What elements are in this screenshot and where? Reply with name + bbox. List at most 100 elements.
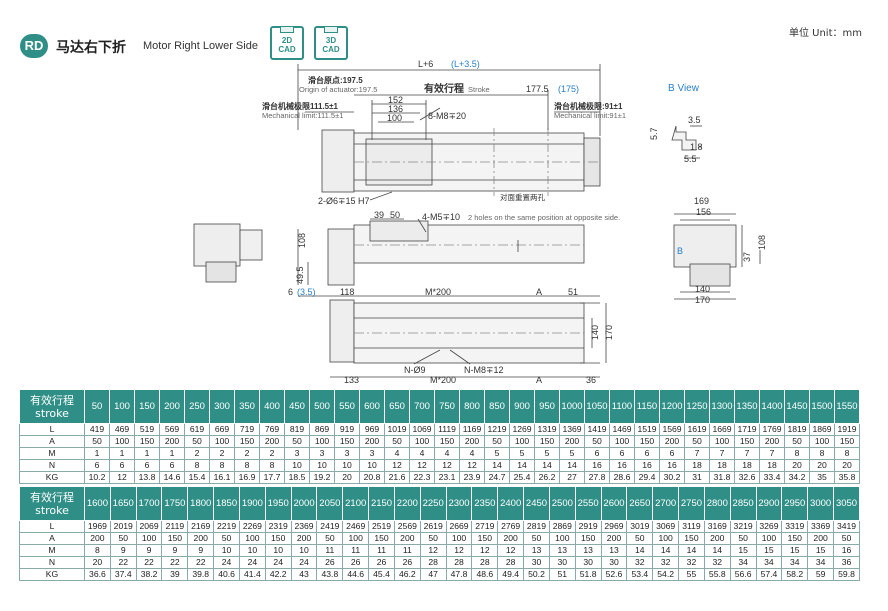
dim-133: 133: [344, 375, 359, 385]
table-cell: 2: [234, 447, 260, 460]
table-cell: 3169: [703, 520, 731, 533]
stroke-value: 2050: [316, 486, 344, 521]
table-cell: 200: [459, 435, 485, 448]
table-cell: 100: [809, 435, 835, 448]
cad-2d-button[interactable]: 2D CAD: [270, 26, 304, 60]
table-cell: 619: [184, 423, 210, 436]
table-cell: 1: [134, 447, 160, 460]
stroke-value: 2300: [445, 486, 473, 521]
table-cell: 150: [574, 532, 602, 545]
table-cell: 43.8: [316, 568, 344, 581]
table-cell: 50: [316, 532, 344, 545]
table-cell: 2269: [238, 520, 266, 533]
stroke-value: 2550: [574, 486, 602, 521]
stroke-value: 1950: [264, 486, 292, 521]
table-cell: 16: [634, 459, 660, 472]
table-cell: 3069: [652, 520, 680, 533]
table-cell: 100: [238, 532, 266, 545]
stroke-value: 950: [534, 389, 560, 424]
table-cell: 33.4: [759, 471, 785, 484]
stroke-value: 600: [359, 389, 385, 424]
table-cell: 34: [781, 556, 809, 569]
table-cell: 200: [497, 532, 525, 545]
stroke-value: 200: [159, 389, 185, 424]
table-cell: 14: [678, 544, 705, 557]
stroke-value: 3000: [807, 486, 835, 521]
table-cell: 22: [187, 556, 215, 569]
stroke-value: 1900: [238, 486, 266, 521]
table-cell: 6: [609, 447, 635, 460]
table-cell: 8: [834, 447, 860, 460]
table-cell: 38.2: [135, 568, 163, 581]
stroke-value: 1200: [659, 389, 685, 424]
table-cell: 32: [626, 556, 654, 569]
table-cell: 40.6: [213, 568, 240, 581]
table-cell: 200: [393, 532, 421, 545]
dim-6-alt: (3.5): [297, 287, 316, 297]
table-cell: 20: [334, 471, 360, 484]
stroke-en: Stroke: [468, 85, 490, 94]
table-cell: 18: [759, 459, 785, 472]
table-cell: 11: [316, 544, 344, 557]
dowel-holes: 2-Ø6∓15 H7: [318, 196, 370, 206]
table-cell: 5: [484, 447, 510, 460]
technical-drawing: L+6 (L+3.5) 滑台原点:197.5 Origin of actuato…: [193, 59, 767, 385]
table-cell: 13: [523, 544, 550, 557]
stroke-header: 有效行程 stroke: [19, 486, 85, 521]
table-cell: 10: [264, 544, 292, 557]
dim-39: 39: [374, 210, 384, 220]
table-cell: 55.8: [703, 568, 731, 581]
stroke-value: 2700: [652, 486, 680, 521]
table-cell: 50: [109, 532, 137, 545]
table-cell: 819: [284, 423, 310, 436]
table-cell: 100: [309, 435, 335, 448]
table-cell: 719: [234, 423, 260, 436]
table-cell: 200: [259, 435, 285, 448]
table-cell: 50: [184, 435, 210, 448]
table-cell: 100: [445, 532, 473, 545]
table-cell: 39.8: [187, 568, 215, 581]
bv-dim-156: 156: [696, 207, 711, 217]
table-cell: 200: [759, 435, 785, 448]
row-label: KG: [19, 568, 85, 581]
m8-holes: 8-M8∓20: [428, 111, 466, 121]
floppy-icon: [280, 27, 294, 33]
cad-3d-button[interactable]: 3D CAD: [314, 26, 348, 60]
mech-left-cn: 滑台机械极限111.5±1: [262, 101, 339, 111]
table-cell: 3419: [833, 520, 860, 533]
table-cell: 36.6: [84, 568, 111, 581]
table-cell: 31: [684, 471, 710, 484]
table-cell: 10.2: [84, 471, 110, 484]
table-cell: 469: [109, 423, 135, 436]
table-cell: 2369: [290, 520, 318, 533]
table-cell: 22: [135, 556, 163, 569]
table-cell: 24: [290, 556, 318, 569]
table-cell: 47: [419, 568, 447, 581]
a-top: A: [536, 287, 542, 297]
mech-left-en: Mechanical limit:111.5±1: [262, 111, 343, 120]
motor-bottom-view: [329, 299, 355, 363]
table-cell: 16: [584, 459, 610, 472]
table-cell: 4: [384, 447, 410, 460]
stroke-value: 100: [109, 389, 135, 424]
table-cell: 1669: [709, 423, 735, 436]
table-cell: 15: [807, 544, 835, 557]
table-cell: 50: [419, 532, 447, 545]
table-cell: 19.2: [309, 471, 335, 484]
stroke-value: 550: [334, 389, 360, 424]
table-cell: 1119: [434, 423, 460, 436]
motor-side-view: [327, 228, 355, 286]
m200-bottom: M*200: [430, 375, 456, 385]
table-cell: 1019: [384, 423, 410, 436]
table-cell: 3: [309, 447, 335, 460]
stroke-value: 900: [509, 389, 535, 424]
row-label: M: [19, 447, 85, 460]
table-cell: 26: [316, 556, 344, 569]
table-cell: 46.2: [393, 568, 421, 581]
table-cell: 14: [652, 544, 680, 557]
